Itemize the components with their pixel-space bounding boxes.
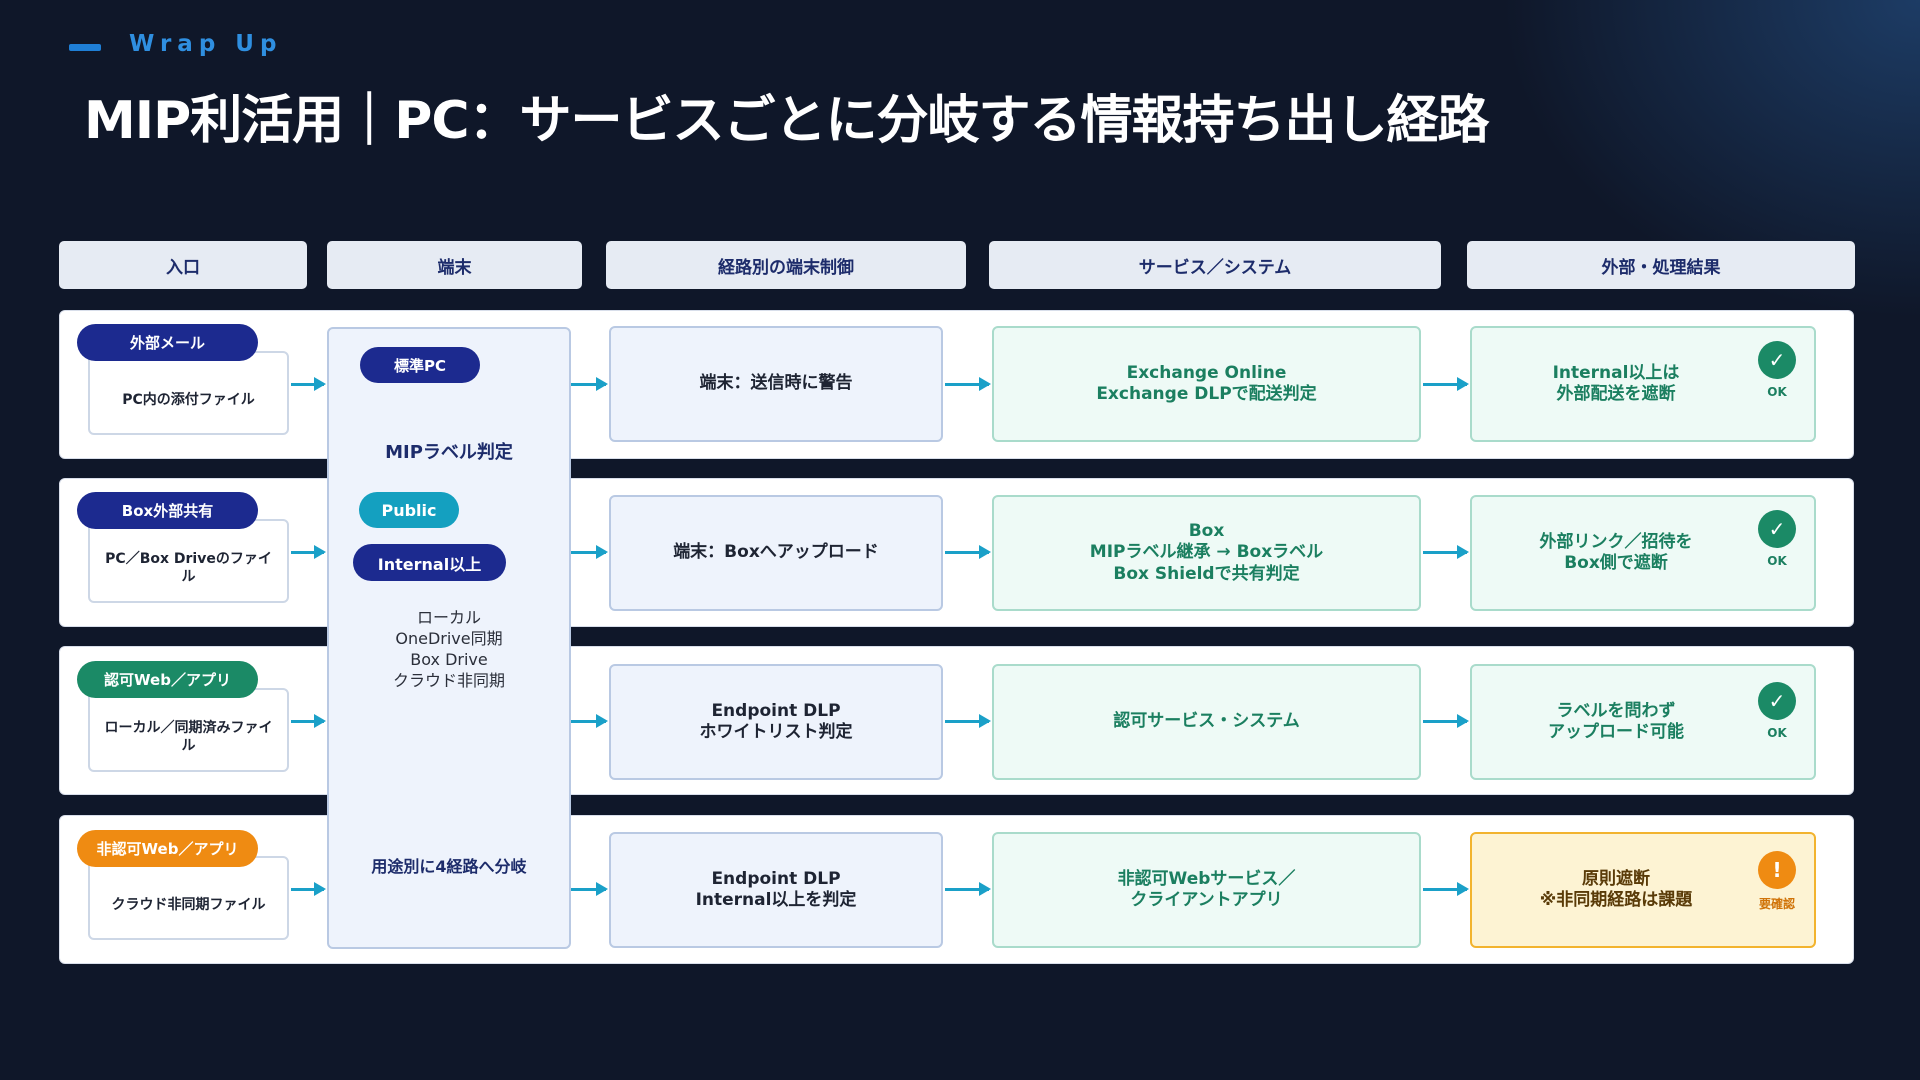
label-public-pill: Public (359, 492, 459, 528)
result-text: 外部リンク／招待を Box側で遮断 (1540, 532, 1693, 575)
service-box: Exchange Online Exchange DLPで配送判定 (992, 326, 1421, 442)
check-circle-icon: ✓ (1758, 510, 1796, 548)
result-text: Internal以上は 外部配送を遮断 (1553, 363, 1680, 406)
route-tag-external-mail: 外部メール (77, 324, 258, 361)
result-line: 外部リンク／招待を (1539, 531, 1693, 552)
entry-box: PC／Box Driveのファイル (88, 519, 289, 603)
control-line: Endpoint DLP (711, 868, 841, 889)
route-control-box: Endpoint DLP Internal以上を判定 (609, 832, 943, 948)
control-line: Endpoint DLP (711, 700, 841, 721)
page-title: MIP利活用｜PC：サービスごとに分岐する情報持ち出し経路 (84, 91, 1489, 151)
service-line: MIPラベル継承 → Boxラベル (1089, 542, 1324, 563)
result-line: 原則遮断 (1582, 868, 1650, 889)
status-badge: ✓ OK (1747, 510, 1807, 568)
flow-arrow (1423, 545, 1469, 559)
column-header-result: 外部・処理結果 (1467, 241, 1855, 289)
column-header-service: サービス／システム (989, 241, 1441, 289)
check-circle-icon: ✓ (1758, 341, 1796, 379)
status-badge: ✓ OK (1747, 341, 1807, 399)
terminal-box: 標準PC MIPラベル判定 Public Internal以上 ローカル One… (327, 327, 571, 949)
check-circle-icon: ✓ (1758, 682, 1796, 720)
result-line: ※非同期経路は課題 (1539, 890, 1693, 910)
section-kicker: Wrap Up (129, 31, 283, 57)
status-badge: ! 要確認 (1747, 851, 1807, 912)
result-line: ラベルを問わず (1556, 700, 1676, 721)
service-line: 非認可Webサービス／ (1117, 868, 1296, 889)
route-tag-unapproved-web-app: 非認可Web／アプリ (77, 830, 258, 867)
control-line: 端末：Boxへアップロード (673, 542, 879, 563)
service-line: Box (1188, 521, 1225, 542)
service-box: Box MIPラベル継承 → Boxラベル Box Shieldで共有判定 (992, 495, 1421, 611)
route-tag-box-external-share: Box外部共有 (77, 492, 258, 529)
flow-arrow (571, 377, 608, 391)
service-line: クライアントアプリ (1130, 890, 1283, 910)
flow-arrow (1423, 882, 1469, 896)
path-item: OneDrive同期 (395, 629, 503, 648)
status-label: 要確認 (1758, 897, 1795, 911)
path-item: Box Drive (410, 650, 488, 669)
flow-arrow (291, 377, 326, 391)
flow-arrow (945, 377, 991, 391)
service-line: Exchange Online (1126, 362, 1287, 383)
flow-arrow (945, 882, 991, 896)
flow-arrow (1423, 714, 1469, 728)
result-line: Box側で遮断 (1564, 553, 1668, 573)
service-box: 認可サービス・システム (992, 664, 1421, 780)
column-header-entry: 入口 (59, 241, 307, 289)
flow-arrow (571, 545, 608, 559)
path-list: ローカル OneDrive同期 Box Drive クラウド非同期 (329, 607, 569, 691)
flow-arrow (945, 714, 991, 728)
result-box: ラベルを問わず アップロード可能 (1470, 664, 1816, 780)
entry-box: ローカル／同期済みファイル (88, 688, 289, 772)
branch-note: 用途別に4経路へ分岐 (371, 857, 527, 876)
column-header-route-control: 経路別の端末制御 (606, 241, 966, 289)
standard-pc-pill: 標準PC (360, 347, 480, 383)
result-box-warning: 原則遮断 ※非同期経路は課題 (1470, 832, 1816, 948)
flow-arrow (1423, 377, 1469, 391)
result-box: 外部リンク／招待を Box側で遮断 (1470, 495, 1816, 611)
mip-label-judgement: MIPラベル判定 (385, 442, 513, 463)
entry-box: PC内の添付ファイル (88, 351, 289, 435)
control-line: 端末：送信時に警告 (699, 373, 853, 394)
result-line: Internal以上は (1552, 362, 1680, 383)
service-line: Exchange DLPで配送判定 (1096, 384, 1317, 404)
control-line: ホワイトリスト判定 (699, 722, 853, 742)
status-label: OK (1767, 385, 1787, 399)
flow-arrow (571, 714, 608, 728)
service-box: 非認可Webサービス／ クライアントアプリ (992, 832, 1421, 948)
flow-arrow (291, 714, 326, 728)
status-label: OK (1767, 554, 1787, 568)
control-line: Internal以上を判定 (695, 890, 857, 910)
result-box: Internal以上は 外部配送を遮断 (1470, 326, 1816, 442)
status-badge: ✓ OK (1747, 682, 1807, 740)
status-label: OK (1767, 726, 1787, 740)
route-control-box: 端末：Boxへアップロード (609, 495, 943, 611)
service-line: Box Shieldで共有判定 (1113, 563, 1300, 584)
entry-box: クラウド非同期ファイル (88, 856, 289, 940)
result-line: 外部配送を遮断 (1556, 384, 1676, 404)
route-control-box: Endpoint DLP ホワイトリスト判定 (609, 664, 943, 780)
flow-arrow (945, 545, 991, 559)
flow-arrow (571, 882, 608, 896)
exclamation-circle-icon: ! (1758, 851, 1796, 889)
route-control-box: 端末：送信時に警告 (609, 326, 943, 442)
result-text: 原則遮断 ※非同期経路は課題 (1540, 869, 1693, 912)
flow-arrow (291, 882, 326, 896)
flow-arrow (291, 545, 326, 559)
service-line: 認可サービス・システム (1113, 711, 1300, 732)
kicker-accent-bar (69, 44, 101, 51)
route-tag-approved-web-app: 認可Web／アプリ (77, 661, 258, 698)
path-item: ローカル (416, 608, 481, 627)
column-header-terminal: 端末 (327, 241, 582, 289)
result-text: ラベルを問わず アップロード可能 (1548, 701, 1684, 744)
path-item: クラウド非同期 (392, 671, 505, 690)
label-internal-pill: Internal以上 (353, 544, 506, 581)
result-line: アップロード可能 (1548, 722, 1684, 742)
